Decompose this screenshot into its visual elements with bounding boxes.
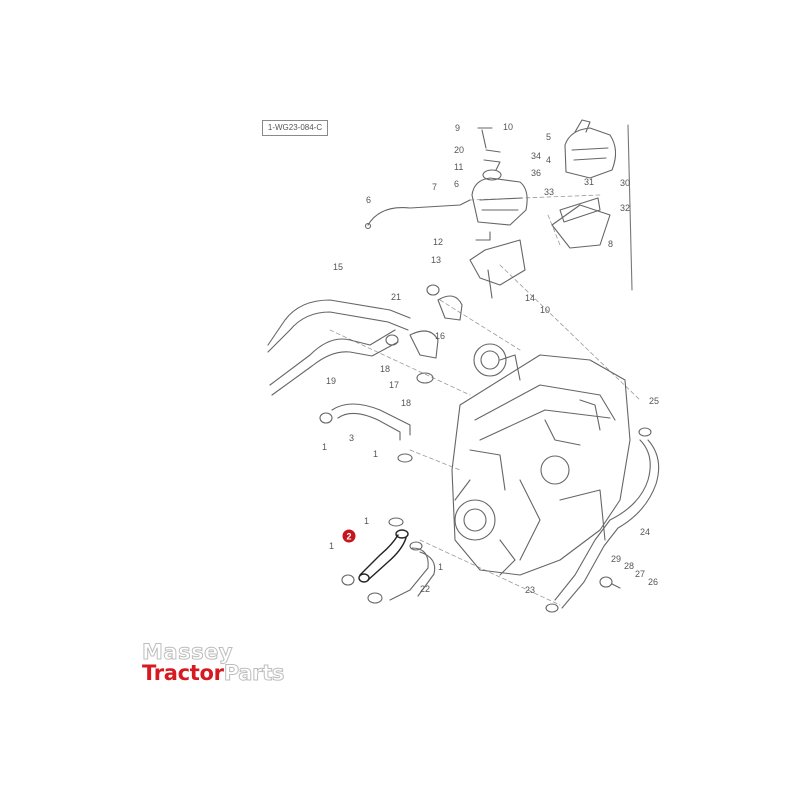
callout-label: 15: [333, 262, 343, 272]
callout-label: 26: [648, 577, 658, 587]
hose-19: [269, 329, 399, 396]
expansion-tank-right: [564, 119, 617, 179]
callout-label: 3: [349, 433, 354, 443]
engine-block: [451, 343, 631, 576]
callout-label: 30: [620, 178, 630, 188]
callout-label: 34: [531, 151, 541, 161]
callout-label: 10: [503, 122, 513, 132]
callout-label: 8: [608, 239, 613, 249]
hose-3: [319, 403, 413, 463]
callout-label: 1: [322, 442, 327, 452]
callout-label: 17: [389, 380, 399, 390]
hose-7: [367, 199, 471, 226]
callout-label: 6: [454, 179, 459, 189]
callout-label: 18: [380, 364, 390, 374]
brand-line2: TractorParts: [142, 661, 285, 686]
elbow-17: [385, 330, 439, 384]
callout-label: 18: [401, 398, 411, 408]
callout-label: 29: [611, 554, 621, 564]
expansion-tank: [471, 127, 528, 226]
guide-lines: [329, 194, 641, 606]
callout-label: 19: [326, 376, 336, 386]
highlight-badge: [342, 529, 356, 543]
heat-shield: [469, 231, 526, 299]
brand-line1: Massey: [142, 640, 234, 665]
brand-logo: Massey TractorParts: [142, 640, 312, 690]
callout-label: 20: [454, 145, 464, 155]
callout-label: 28: [624, 561, 634, 571]
callout-label: 6: [366, 195, 371, 205]
callout-label: 4: [546, 155, 551, 165]
callout-label: 27: [635, 569, 645, 579]
reference-code: 1-WG23-084-C: [262, 120, 328, 136]
callout-label: 31: [584, 177, 594, 187]
callout-label: 9: [455, 123, 460, 133]
hose-15: [267, 299, 411, 353]
callout-label: 7: [432, 182, 437, 192]
callout-label: 36: [531, 168, 541, 178]
tank-bracket: [551, 197, 611, 249]
callout-label: 24: [640, 527, 650, 537]
callout-label: 25: [649, 396, 659, 406]
elbow-16: [426, 284, 463, 321]
callout-label: 1: [373, 449, 378, 459]
clamp-29: [599, 576, 613, 588]
callout-label: 22: [420, 584, 430, 594]
dipstick-rod: [627, 124, 633, 291]
brand-word-parts: Parts: [223, 661, 285, 686]
callout-label: 1: [364, 516, 369, 526]
callout-label: 16: [435, 331, 445, 341]
callout-label: 5: [546, 132, 551, 142]
callout-label: 1: [438, 562, 443, 572]
callout-label: 14: [525, 293, 535, 303]
callout-label: 33: [544, 187, 554, 197]
elbow-22: [341, 517, 436, 604]
callout-label: 1: [329, 541, 334, 551]
callout-label: 13: [431, 255, 441, 265]
callout-label: 10: [540, 305, 550, 315]
highlight-number: 2: [346, 532, 351, 542]
callout-label: 11: [454, 162, 463, 172]
callout-label: 32: [620, 203, 630, 213]
callout-label: 23: [525, 585, 535, 595]
callout-label: 12: [433, 237, 443, 247]
hose-24: [545, 427, 660, 613]
brand-word-tractor: Tractor: [142, 661, 224, 685]
hose-2-highlighted: [358, 529, 409, 583]
callout-label: 21: [391, 292, 401, 302]
